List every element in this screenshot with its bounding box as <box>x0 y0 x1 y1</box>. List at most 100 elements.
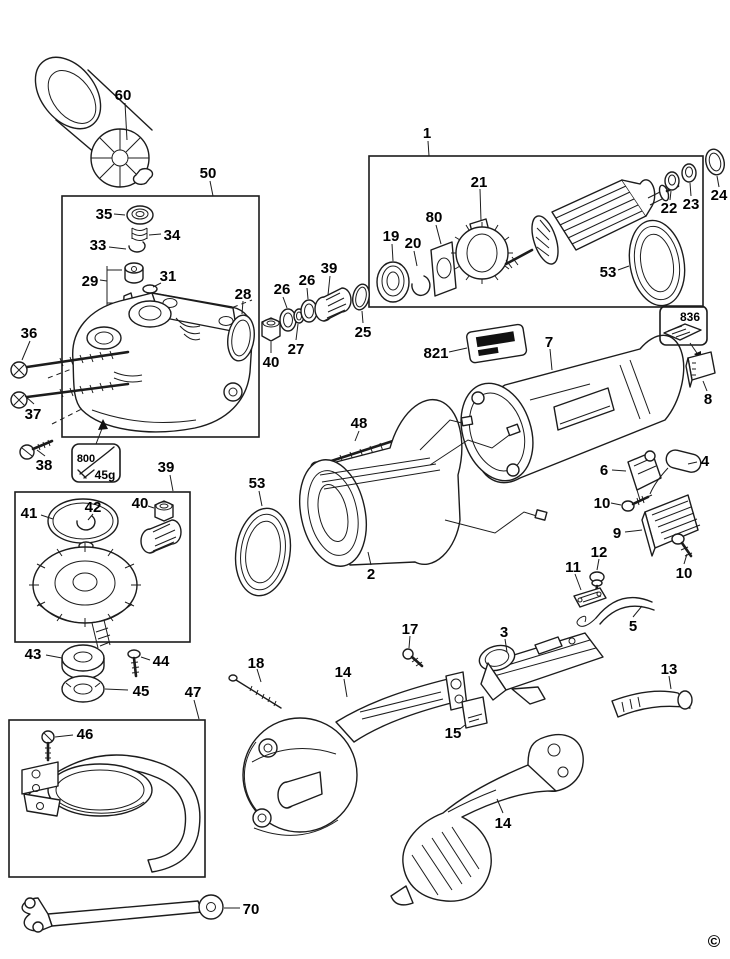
capacitor-4-drawing <box>649 449 702 495</box>
washer-26a-drawing <box>279 308 297 332</box>
wheel-guard-drawing <box>21 754 201 873</box>
part-label-14b: 14 <box>495 815 512 832</box>
armature-drawing <box>504 179 680 269</box>
housing-half-upper-14-drawing <box>242 671 468 836</box>
ring-24-drawing <box>705 148 725 176</box>
box-gear-39 <box>14 491 191 643</box>
part-label-48: 48 <box>351 415 368 432</box>
part-label-47: 47 <box>185 684 202 701</box>
box-armature-1 <box>368 155 704 308</box>
nut-40a-drawing <box>154 500 174 522</box>
ring-28-drawing <box>227 314 255 362</box>
part-label-10a: 10 <box>594 495 611 512</box>
part-label-53a: 53 <box>249 475 266 492</box>
ring-53b-drawing <box>628 219 686 307</box>
part-label-39a: 39 <box>158 459 175 476</box>
o-ring-25-drawing <box>352 283 370 311</box>
circlip-42-drawing <box>76 515 96 531</box>
part-label-80: 80 <box>426 209 443 226</box>
part-label-39b: 39 <box>321 260 338 277</box>
carbon-brush-8-drawing <box>685 351 716 388</box>
bearing-23-drawing <box>681 163 697 183</box>
baffle-80-drawing <box>430 241 457 297</box>
label-15-drawing <box>461 696 488 729</box>
part-label-45: 45 <box>133 683 150 700</box>
leader-lines <box>21 102 720 909</box>
assembly-boxes <box>8 155 704 878</box>
flange-43-drawing <box>61 644 105 680</box>
part-label-26b: 26 <box>299 272 316 289</box>
fan-baffle-21-drawing <box>451 218 513 284</box>
part-label-7: 7 <box>545 334 553 351</box>
part-label-19: 19 <box>383 228 400 245</box>
screw-18-drawing <box>228 674 282 709</box>
pinion-spiral-drawing <box>140 519 182 554</box>
box-guard-47 <box>8 719 206 878</box>
part-label-45g: 45g <box>95 468 116 482</box>
screw-10b-drawing <box>671 533 693 558</box>
cover-9-drawing <box>641 494 701 557</box>
part-label-50: 50 <box>200 165 217 182</box>
grease-800-callout <box>71 419 121 483</box>
part-label-31: 31 <box>160 268 177 285</box>
brush-clip-836-callout <box>659 305 708 360</box>
washer-26b-drawing <box>300 299 318 323</box>
cord-protector-13-drawing <box>611 690 693 718</box>
part-label-60: 60 <box>115 87 132 104</box>
part-label-21: 21 <box>471 174 488 191</box>
part-label-6: 6 <box>600 462 608 479</box>
part-label-1: 1 <box>423 125 431 142</box>
part-label-27: 27 <box>288 341 305 358</box>
screw-46-drawing <box>41 730 55 762</box>
part-label-25: 25 <box>355 324 372 341</box>
part-label-800: 800 <box>77 453 95 465</box>
part-label-20: 20 <box>405 235 422 252</box>
part-label-24: 24 <box>711 187 728 204</box>
part-label-46: 46 <box>77 726 94 743</box>
part-label-9: 9 <box>613 525 621 542</box>
part-label-40b: 40 <box>263 354 280 371</box>
part-label-4: 4 <box>701 453 710 470</box>
field-coil-2-drawing <box>299 398 548 567</box>
part-label-43: 43 <box>25 646 42 663</box>
part-label-28: 28 <box>235 286 252 303</box>
spring-34-drawing <box>131 227 148 241</box>
gear-spindle-assembly-drawing <box>29 541 141 649</box>
part-label-29: 29 <box>82 273 99 290</box>
part-label-38: 38 <box>36 457 53 474</box>
motor-housing-drawing <box>460 334 685 484</box>
copyright-symbol: © <box>708 932 721 951</box>
part-label-821: 821 <box>423 345 448 362</box>
nut-40b-drawing <box>261 317 281 342</box>
screw-38-drawing <box>19 439 54 460</box>
part-label-14a: 14 <box>335 664 352 681</box>
pinion-39b-drawing <box>314 287 352 322</box>
label-plate-821-drawing <box>466 323 528 364</box>
part-label-35: 35 <box>96 206 113 223</box>
screw-17-drawing <box>402 648 424 668</box>
part-label-37: 37 <box>25 406 42 423</box>
clamp-nut-45-drawing <box>61 675 105 703</box>
part-label-2: 2 <box>367 566 375 583</box>
housing-half-lower-14-drawing <box>390 733 584 906</box>
part-label-5: 5 <box>629 618 637 635</box>
part-label-34: 34 <box>164 227 181 244</box>
part-label-33: 33 <box>90 237 107 254</box>
part-label-22: 22 <box>661 200 678 217</box>
part-label-15: 15 <box>445 725 462 742</box>
power-cord-5-drawing <box>576 596 655 627</box>
bearing-19-drawing <box>376 261 410 303</box>
part-label-12: 12 <box>591 544 608 561</box>
retaining-ring-20-drawing <box>411 275 431 297</box>
bearing-35-drawing <box>126 205 154 225</box>
part-label-11: 11 <box>565 559 581 576</box>
part-labels: 60 50 35 34 33 29 31 28 36 37 38 800 45g… <box>21 87 728 951</box>
part-label-13: 13 <box>661 661 678 678</box>
ring-53a-drawing <box>234 507 292 597</box>
ring-41-drawing <box>47 498 119 544</box>
screw-10a-drawing <box>621 495 650 512</box>
cord-clamp-11-drawing <box>573 587 607 608</box>
part-label-10b: 10 <box>676 565 693 582</box>
